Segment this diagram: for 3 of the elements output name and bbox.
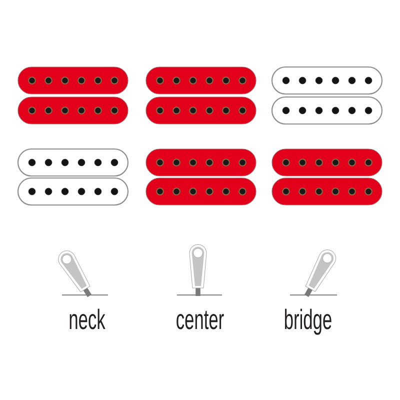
- position-label: center: [176, 310, 224, 330]
- position-label: neck: [70, 308, 106, 330]
- position-label: bridge: [284, 308, 332, 335]
